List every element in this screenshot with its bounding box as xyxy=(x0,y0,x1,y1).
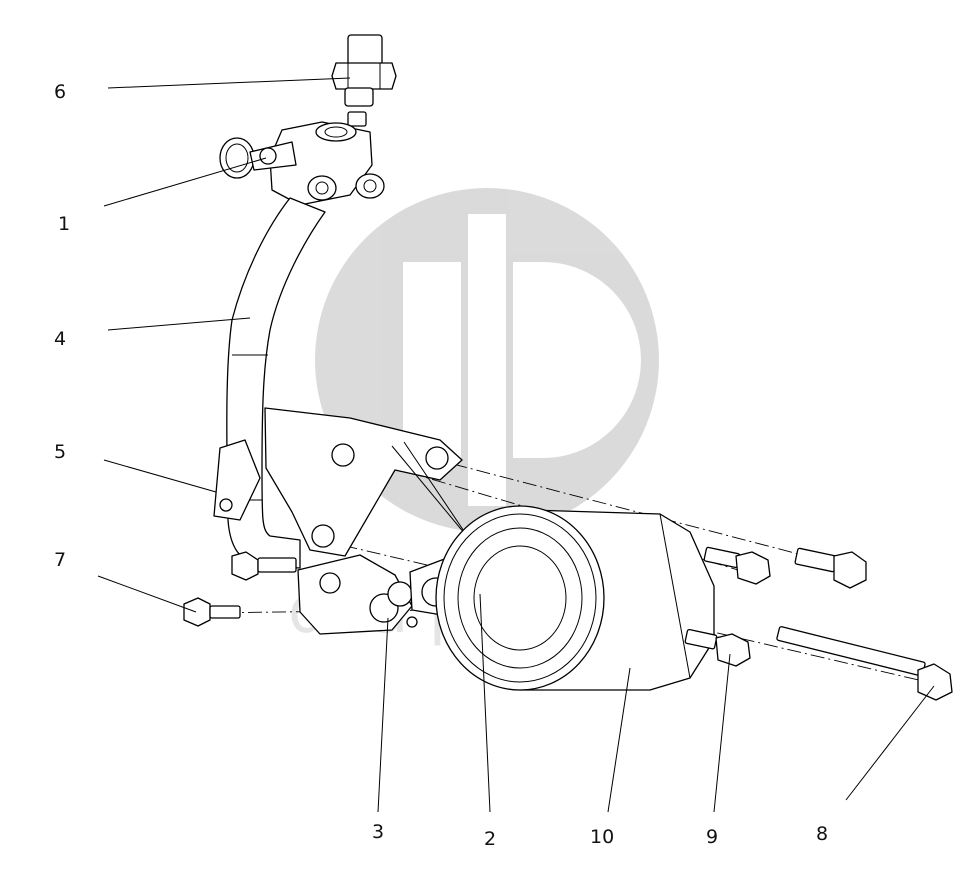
callout-9: 9 xyxy=(706,826,718,848)
callout-7: 7 xyxy=(54,549,66,571)
leader-5 xyxy=(103,459,217,493)
callout-4: 4 xyxy=(54,328,66,350)
part-10-pulley xyxy=(435,505,715,691)
callout-6: 6 xyxy=(54,81,66,103)
part-3-tensioner-arm xyxy=(297,554,418,635)
leader-2 xyxy=(479,593,491,813)
part-6-fitting xyxy=(331,34,397,127)
watermark-bar-center xyxy=(468,214,506,506)
leader-1 xyxy=(103,157,267,207)
leader-10 xyxy=(607,667,631,813)
callout-labels: 6 1 4 5 7 3 2 10 9 8 xyxy=(54,81,828,850)
part-7-bolt xyxy=(183,551,297,627)
leader-lines xyxy=(97,77,935,813)
callout-5: 5 xyxy=(54,441,66,463)
callout-8: 8 xyxy=(816,823,828,845)
leader-7 xyxy=(97,575,197,613)
callout-1: 1 xyxy=(58,213,70,235)
part-9-bolts xyxy=(684,546,771,667)
callout-3: 3 xyxy=(372,821,384,843)
watermark-bowl xyxy=(513,262,641,458)
leader-8 xyxy=(845,685,935,801)
callout-2: 2 xyxy=(484,828,496,850)
part-1-valve-block xyxy=(219,121,385,206)
leader-4 xyxy=(107,317,251,331)
watermark-bar-left xyxy=(403,262,461,458)
leader-6 xyxy=(107,77,351,89)
leader-3 xyxy=(377,617,389,813)
part-8-bolts xyxy=(776,547,953,701)
leader-9 xyxy=(713,653,731,813)
callout-10: 10 xyxy=(590,826,614,848)
part-5-bracket xyxy=(213,407,479,557)
